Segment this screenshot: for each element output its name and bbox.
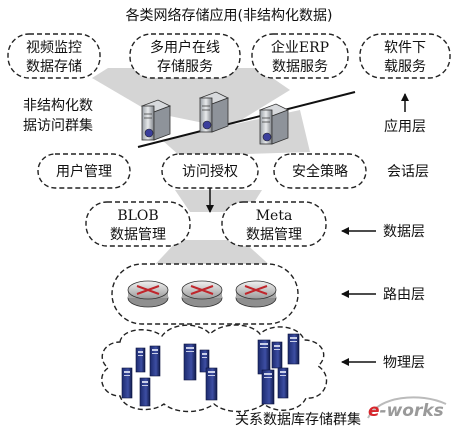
database-tower-icon <box>139 377 151 407</box>
session-item-label: 用户管理 <box>56 163 112 180</box>
data-item-blob: BLOB 数据管理 <box>85 201 191 247</box>
layer-label-routing: 路由层 <box>383 287 425 303</box>
layer-label-application: 应用层 <box>384 118 426 135</box>
server-icon <box>199 91 229 133</box>
server-icon <box>259 103 289 145</box>
database-tower-icon <box>135 347 146 373</box>
watermark-text: e-works <box>368 401 444 421</box>
app-service-line2: 数据存储 <box>26 59 82 75</box>
session-item-security-policy: 安全策略 <box>273 153 367 189</box>
router-icon <box>127 280 169 308</box>
app-service-line1: 软件下 <box>384 40 426 56</box>
data-item-line1: Meta <box>256 208 293 224</box>
layer-label-data: 数据层 <box>383 224 425 240</box>
database-tower-icon <box>205 367 218 401</box>
database-tower-icon <box>149 345 161 377</box>
layer-label-session: 会话层 <box>387 164 429 180</box>
database-tower-icon <box>257 339 271 375</box>
db-cluster-label: 关系数据库存储群集 <box>235 411 361 428</box>
band-data-to-routing <box>150 240 275 270</box>
layer-label-physical: 物理层 <box>383 355 425 371</box>
router-icon <box>235 280 277 308</box>
database-tower-icon <box>121 367 133 399</box>
access-cluster-label-line2: 据访问群集 <box>23 117 93 134</box>
data-item-line2: 数据管理 <box>246 227 302 243</box>
database-tower-icon <box>261 369 275 405</box>
app-service-line2: 数据服务 <box>272 59 328 75</box>
database-tower-icon <box>287 333 300 365</box>
data-item-line1: BLOB <box>117 208 158 224</box>
database-tower-icon <box>183 343 197 381</box>
app-service-software-download: 软件下 载服务 <box>359 33 451 79</box>
cluster-link-line <box>137 91 356 148</box>
session-item-access-authorization: 访问授权 <box>161 153 259 189</box>
data-item-line2: 数据管理 <box>110 227 166 243</box>
app-service-line2: 载服务 <box>384 59 426 75</box>
database-tower-icon <box>277 367 289 399</box>
app-service-multiuser-storage: 多用户在线 存储服务 <box>129 33 241 79</box>
app-service-enterprise-erp: 企业ERP 数据服务 <box>251 33 349 79</box>
server-icon <box>141 99 171 141</box>
eworks-logo: e-works <box>367 396 447 421</box>
session-item-user-management: 用户管理 <box>37 153 131 189</box>
router-icon <box>181 280 223 308</box>
app-service-line1: 视频监控 <box>26 40 82 56</box>
access-cluster-label-line1: 非结构化数 <box>23 98 93 114</box>
app-service-line2: 存储服务 <box>157 59 213 75</box>
session-item-label: 安全策略 <box>292 163 348 180</box>
band-app-to-cluster <box>92 68 290 128</box>
database-tower-icon <box>199 349 210 373</box>
app-service-line1: 企业ERP <box>271 39 329 56</box>
connector-bands <box>92 68 310 270</box>
database-tower-icon <box>271 341 283 369</box>
data-item-meta: Meta 数据管理 <box>221 201 327 247</box>
app-service-visual-surveillance: 视频监控 数据存储 <box>7 33 101 79</box>
session-item-label: 访问授权 <box>182 164 238 180</box>
app-service-line1: 多用户在线 <box>150 39 220 56</box>
diagram-title: 各类网络存储应用(非结构化数据) <box>126 7 333 24</box>
